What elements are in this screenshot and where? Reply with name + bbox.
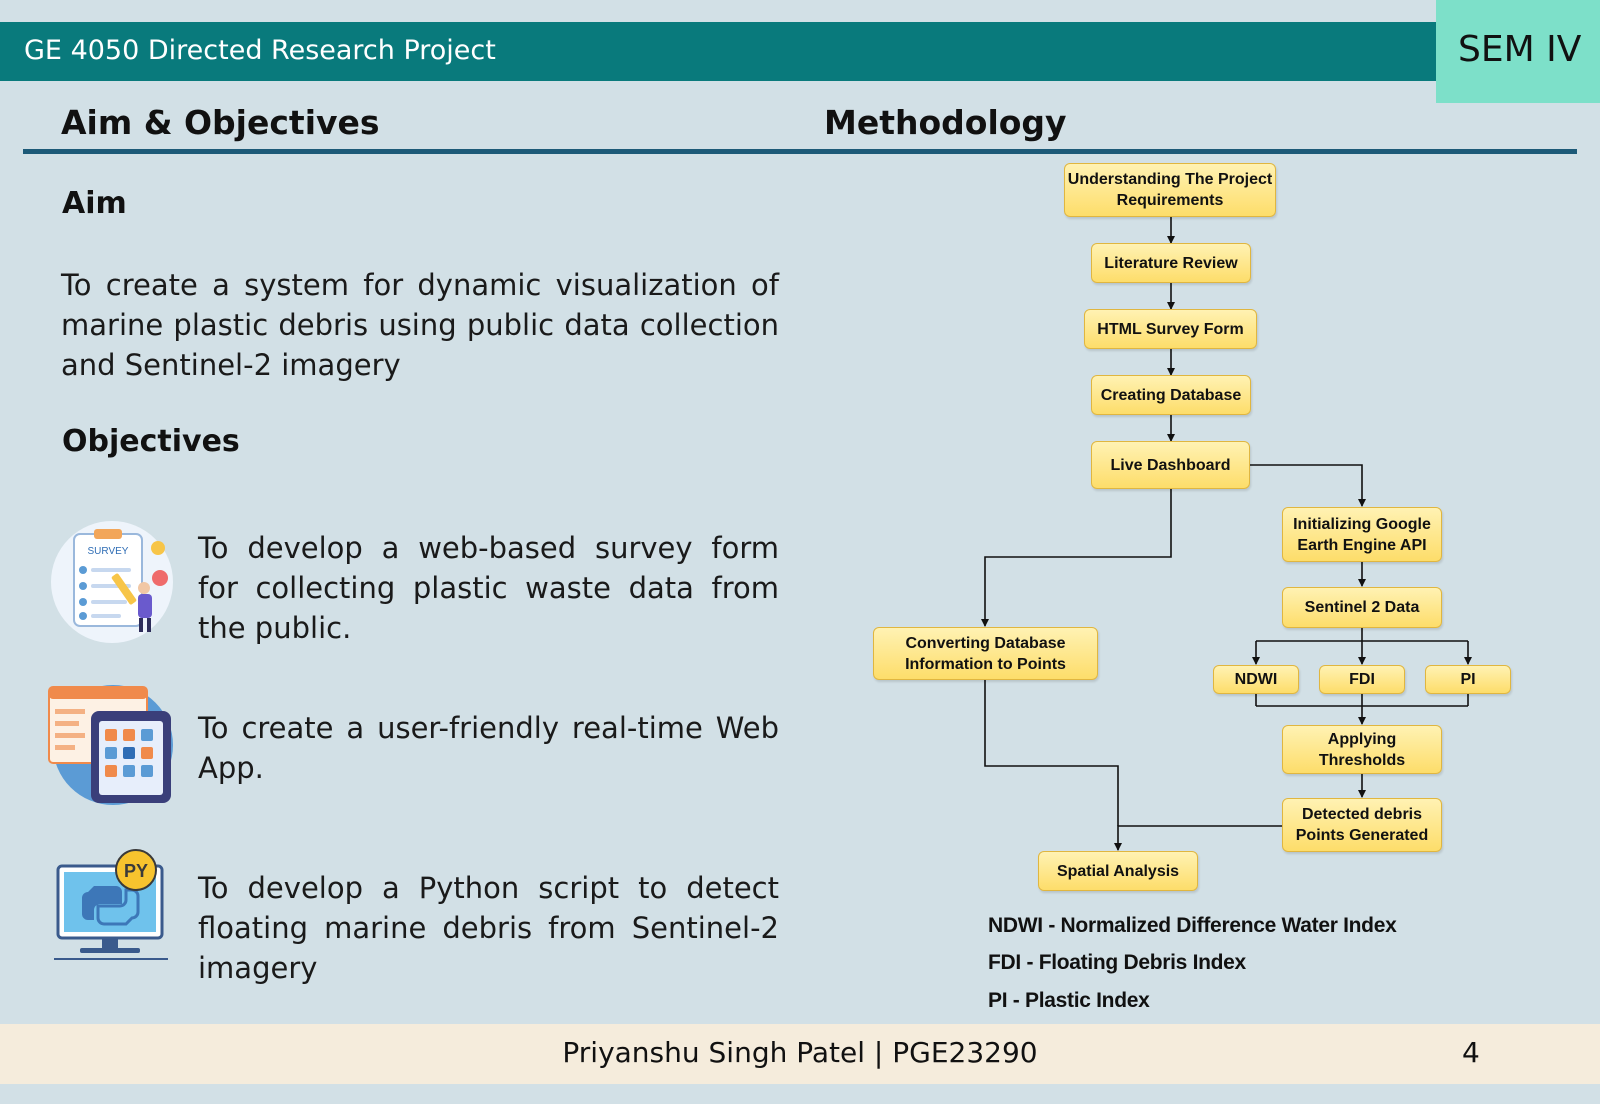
node-understanding: Understanding The Project Requirements — [1064, 163, 1276, 217]
objectives-heading: Objectives — [62, 424, 240, 459]
node-detected-debris: Detected debris Points Generated — [1282, 798, 1442, 852]
objective-python-text: To develop a Python script to detect flo… — [198, 871, 779, 985]
course-title: GE 4050 Directed Research Project — [24, 35, 496, 66]
author-credit: Priyanshu Singh Patel | PGE23290 — [562, 1036, 1038, 1069]
objective-webapp-text: To create a user-friendly real-time Web … — [198, 711, 779, 785]
node-sentinel-2-data: Sentinel 2 Data — [1282, 587, 1442, 628]
page-number: 4 — [1462, 1036, 1480, 1069]
edge-converting-spatial — [984, 680, 1119, 826]
node-html-survey-form: HTML Survey Form — [1084, 309, 1257, 349]
node-spatial-analysis: Spatial Analysis — [1038, 851, 1198, 891]
aim-objectives-heading: Aim & Objectives — [61, 103, 380, 142]
header-bar — [0, 22, 1436, 81]
methodology-heading: Methodology — [824, 103, 1067, 142]
semester-badge-label: SEM IV — [1458, 29, 1582, 70]
edge-dashboard-converting — [981, 489, 1172, 627]
survey-icon-label: SURVEY — [88, 546, 129, 557]
node-fdi: FDI — [1319, 665, 1405, 694]
web-app-icon — [47, 683, 175, 807]
node-live-dashboard: Live Dashboard — [1091, 441, 1250, 489]
aim-text: To create a system for dynamic visualiza… — [61, 268, 779, 382]
node-ndwi: NDWI — [1213, 665, 1299, 694]
footer-bar — [0, 1024, 1600, 1084]
node-applying-thresholds: Applying Thresholds — [1282, 725, 1442, 774]
python-monitor-icon: PY — [50, 846, 176, 966]
legend-pi: PI - Plastic Index — [988, 989, 1150, 1012]
node-initializing-gee: Initializing Google Earth Engine API — [1282, 507, 1442, 562]
survey-form-icon: SURVEY — [50, 520, 174, 644]
edge-detected-spatial — [1114, 825, 1282, 851]
node-pi: PI — [1425, 665, 1511, 694]
heading-divider — [23, 149, 1577, 154]
objective-survey-text: To develop a web-based survey form for c… — [198, 531, 779, 645]
edge-dashboard-gee — [1250, 464, 1366, 507]
node-literature-review: Literature Review — [1091, 243, 1251, 283]
legend-ndwi: NDWI - Normalized Difference Water Index — [988, 914, 1397, 937]
legend-fdi: FDI - Floating Debris Index — [988, 951, 1246, 974]
py-badge-label: PY — [124, 861, 148, 881]
aim-heading: Aim — [62, 186, 127, 221]
node-creating-database: Creating Database — [1091, 375, 1251, 415]
semester-badge — [1436, 0, 1600, 103]
node-converting-database: Converting Database Information to Point… — [873, 627, 1098, 680]
